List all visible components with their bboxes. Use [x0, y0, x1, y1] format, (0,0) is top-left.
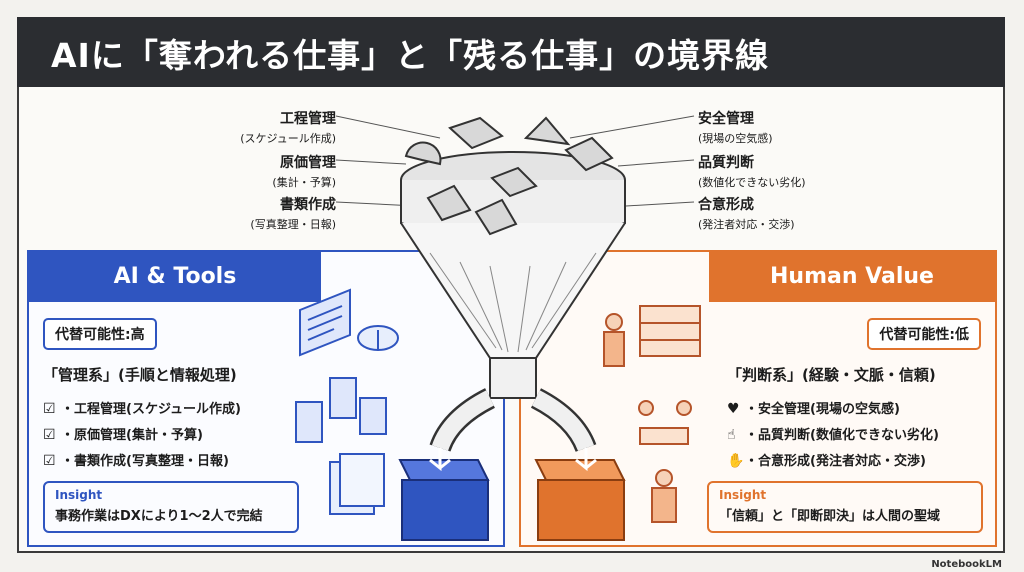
pipe-right — [530, 388, 597, 453]
task-list: ☑ ・工程管理(スケジュール作成) ☑ ・原価管理(集計・予算) ☑ ・書類作成(写真… — [43, 396, 241, 474]
insight-box: Insight 「信頼」と「即断即決」は人間の聖域 — [707, 481, 983, 533]
replaceability-label: 代替可能性:低 — [867, 318, 981, 350]
list-item: ☑ ・書類作成(写真整理・日報) — [43, 448, 241, 474]
insight-box: Insight 事務作業はDXにより1〜2人で完結 — [43, 481, 299, 533]
human-value-illustration — [603, 305, 701, 523]
checkbox-icon: ☑ — [43, 401, 56, 417]
presenter-icon — [651, 469, 677, 523]
document-stack-icon — [329, 453, 385, 515]
category-heading: 「管理系」(手順と情報処理) — [43, 366, 237, 384]
label-title: 安全管理 — [698, 111, 754, 127]
category-heading: 「判断系」(経験・文脈・信頼) — [727, 366, 936, 384]
worker-icon — [603, 313, 625, 367]
building-icon — [639, 305, 701, 357]
item-text: ・工程管理(スケジュール作成) — [61, 402, 241, 417]
ai-bin — [398, 448, 490, 541]
funnel-diagram — [335, 115, 695, 541]
leader-lines — [335, 115, 695, 207]
meeting-icon — [638, 400, 692, 445]
list-item: ✋・合意形成(発注者対応・交渉) — [727, 448, 939, 474]
ai-tools-panel: AI & Tools 代替可能性:高 「管理系」(手順と情報処理) ☑ ・工程管理… — [27, 250, 505, 547]
checkbox-icon: ☑ — [43, 453, 56, 469]
label-sub: (数値化できない劣化) — [698, 176, 806, 189]
cube-icons — [404, 116, 614, 236]
label-consensus: 合意形成 (発注者対応・交渉) — [698, 194, 795, 232]
insight-text: 事務作業はDXにより1〜2人で完結 — [55, 509, 263, 524]
page-title: AIに「奪われる仕事」と「残る仕事」の境界線 — [51, 36, 770, 75]
list-item: ☝ ・品質判断(数値化できない劣化) — [727, 422, 939, 448]
label-title: 原価管理 — [280, 155, 336, 171]
handshake-icon: ✋ — [727, 453, 745, 469]
label-sub: (スケジュール作成) — [240, 132, 336, 145]
panel-title: Human Value — [709, 252, 995, 302]
monitor-icon — [299, 288, 351, 357]
checkbox-icon: ☑ — [43, 427, 56, 443]
insight-heading: Insight — [719, 488, 767, 502]
label-sub: (発注者対応・交渉) — [698, 218, 795, 231]
insight-heading: Insight — [55, 488, 103, 502]
item-text: ・品質判断(数値化できない劣化) — [745, 428, 939, 443]
list-item: ♥ ・安全管理(現場の空気感) — [727, 396, 939, 422]
panel-title: AI & Tools — [29, 252, 321, 302]
item-text: ・安全管理(現場の空気感) — [745, 402, 900, 417]
label-title: 書類作成 — [280, 197, 336, 213]
label-documents: 書類作成 (写真整理・日報) — [250, 194, 336, 232]
task-list: ♥ ・安全管理(現場の空気感) ☝ ・品質判断(数値化できない劣化) ✋・合意形成(… — [727, 396, 939, 474]
cloud-icon — [357, 325, 399, 351]
label-sub: (集計・予算) — [272, 176, 336, 189]
item-text: ・原価管理(集計・予算) — [61, 428, 203, 443]
item-text: ・書類作成(写真整理・日報) — [61, 454, 229, 469]
label-title: 工程管理 — [280, 111, 336, 127]
label-safety: 安全管理 (現場の空気感) — [698, 108, 773, 146]
item-text: ・合意形成(発注者対応・交渉) — [745, 454, 926, 469]
label-sub: (写真整理・日報) — [250, 218, 336, 231]
label-schedule: 工程管理 (スケジュール作成) — [240, 108, 336, 146]
server-stack-icon — [295, 377, 387, 443]
pipe-left — [429, 388, 496, 452]
human-bin — [534, 448, 626, 541]
label-cost: 原価管理 (集計・予算) — [272, 152, 336, 190]
label-quality: 品質判断 (数値化できない劣化) — [698, 152, 806, 190]
label-title: 合意形成 — [698, 197, 754, 213]
brand-label: NotebookLM — [931, 559, 1002, 570]
list-item: ☑ ・工程管理(スケジュール作成) — [43, 396, 241, 422]
insight-text: 「信頼」と「即断即決」は人間の聖域 — [719, 509, 941, 524]
heart-icon: ♥ — [727, 401, 740, 417]
title-bar: AIに「奪われる仕事」と「残る仕事」の境界線 — [17, 17, 1005, 87]
hand-icon: ☝ — [727, 427, 736, 443]
replaceability-label: 代替可能性:高 — [43, 318, 157, 350]
ai-tools-illustration — [295, 288, 399, 515]
label-sub: (現場の空気感) — [698, 132, 773, 145]
label-title: 品質判断 — [698, 155, 754, 171]
list-item: ☑ ・原価管理(集計・予算) — [43, 422, 241, 448]
